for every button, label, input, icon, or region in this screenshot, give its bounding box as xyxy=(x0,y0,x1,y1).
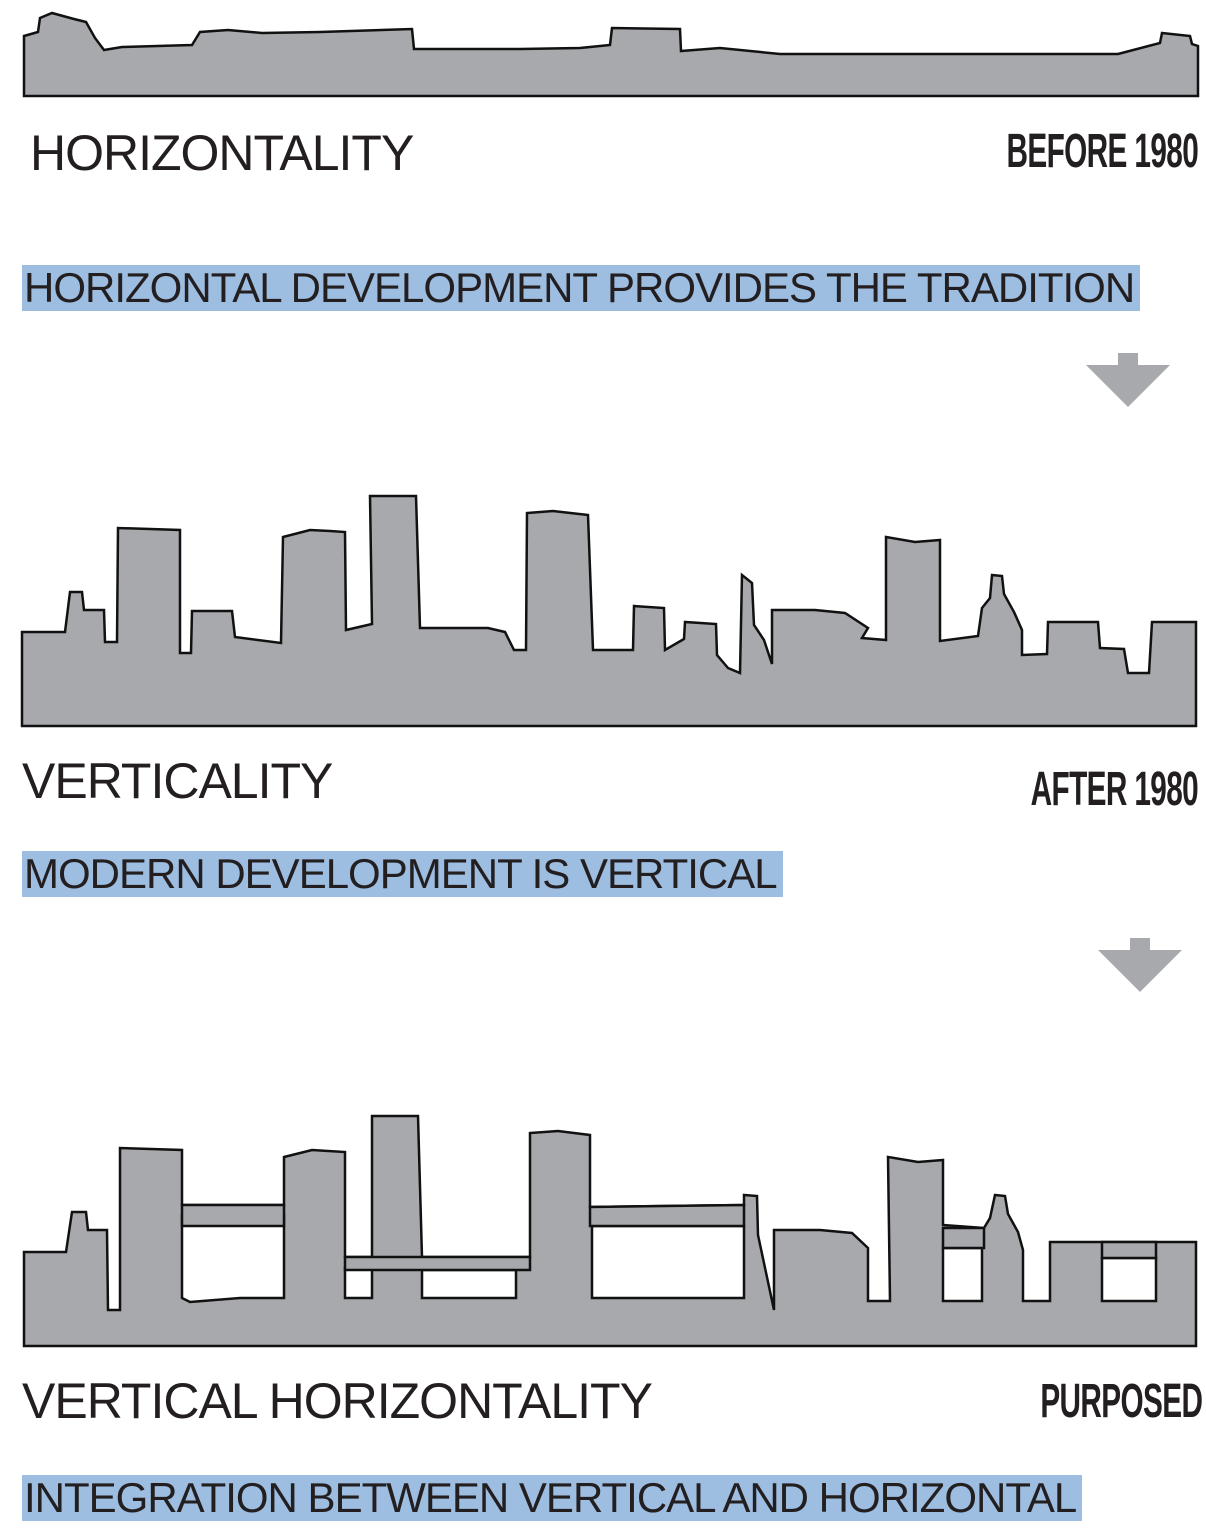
era-label-purposed: PURPOSED xyxy=(1039,1375,1203,1428)
vertical-skyline xyxy=(20,494,1198,728)
down-arrow-icon xyxy=(1086,353,1170,407)
caption-horizontal-tradition: HORIZONTAL DEVELOPMENT PROVIDES THE TRAD… xyxy=(22,265,1141,311)
section-title-horizontality: HORIZONTALITY xyxy=(30,125,414,181)
section-title-verticality: VERTICALITY xyxy=(22,753,333,809)
horizontal-skyline xyxy=(22,11,1200,98)
era-label-before-1980: BEFORE 1980 xyxy=(1006,125,1198,178)
caption-integration: INTEGRATION BETWEEN VERTICAL AND HORIZON… xyxy=(22,1475,1083,1521)
vertical-horizontality-skyline xyxy=(22,1114,1198,1348)
era-label-after-1980: AFTER 1980 xyxy=(1030,763,1199,816)
caption-modern-vertical: MODERN DEVELOPMENT IS VERTICAL xyxy=(22,851,783,897)
section-title-vertical-horizontality: VERTICAL HORIZONTALITY xyxy=(22,1373,653,1429)
down-arrow-icon xyxy=(1098,938,1182,992)
